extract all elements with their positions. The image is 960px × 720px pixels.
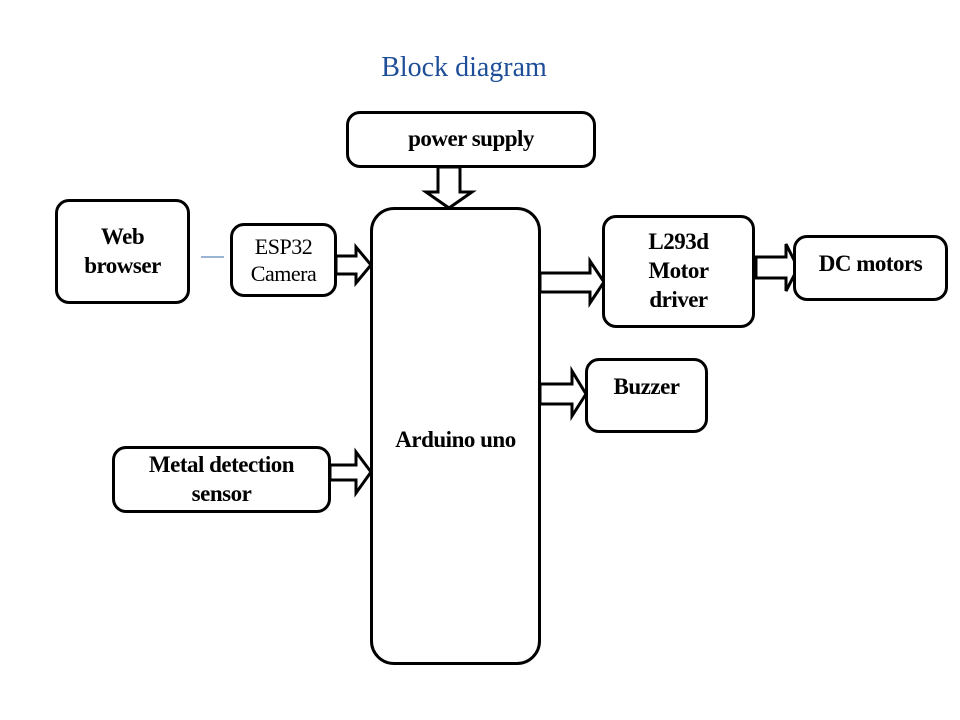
- block-power-supply-label: power supply: [408, 126, 534, 152]
- block-metal-detection-sensor-label: Metal detection sensor: [148, 451, 295, 506]
- block-web-browser-label: Web browser: [84, 223, 161, 278]
- block-esp32-camera: ESP32 Camera: [230, 223, 337, 297]
- block-metal-detection-sensor: Metal detection sensor: [112, 446, 331, 513]
- block-dc-motors-label: DC motors: [818, 251, 923, 276]
- arrow-arduino-to-driver: [538, 256, 606, 308]
- arrow-driver-to-motors: [754, 243, 800, 292]
- arrow-arduino-to-buzzer: [538, 365, 588, 422]
- block-arduino-uno-label: Arduino uno: [395, 427, 516, 452]
- block-buzzer-label: Buzzer: [613, 374, 680, 399]
- block-buzzer: Buzzer: [585, 358, 708, 433]
- block-web-browser: Web browser: [55, 199, 190, 304]
- block-dc-motors: DC motors: [793, 235, 948, 301]
- arrow-esp32-to-arduino: [334, 242, 373, 288]
- arrow-power-to-arduino: [421, 165, 477, 210]
- block-motor-driver-label: L293d Motor driver: [648, 229, 709, 312]
- block-esp32-camera-label: ESP32 Camera: [250, 233, 317, 287]
- block-power-supply: power supply: [346, 111, 596, 168]
- diagram-title: Block diagram: [381, 52, 547, 83]
- block-arduino-uno: Arduino uno: [370, 207, 541, 665]
- block-motor-driver: L293d Motor driver: [602, 215, 755, 328]
- arrow-sensor-to-arduino: [328, 447, 373, 498]
